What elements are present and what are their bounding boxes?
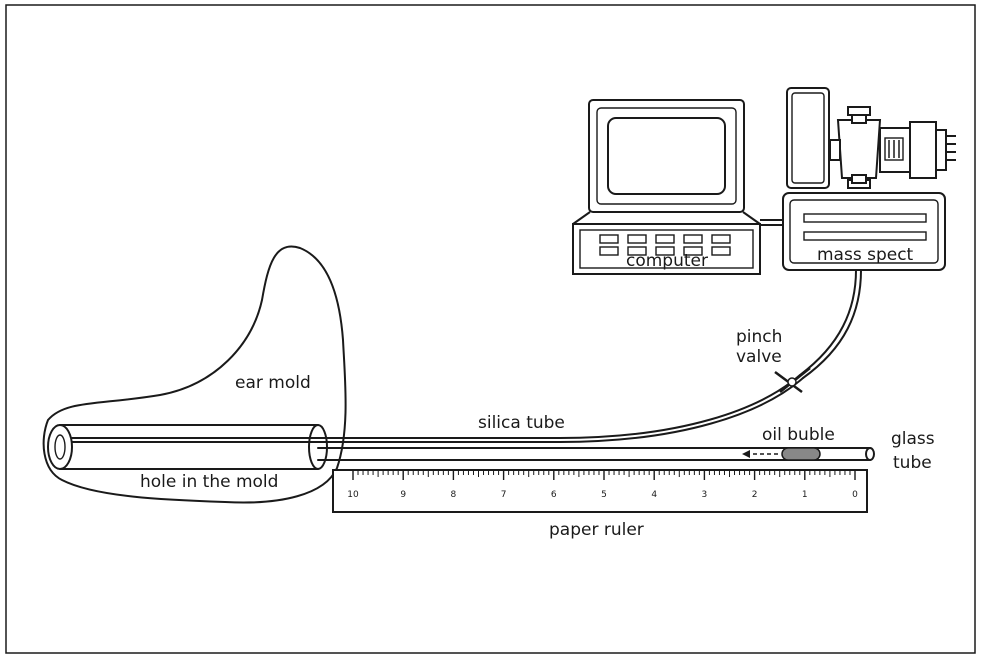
silica-tube-to-spectrometer [799, 269, 857, 376]
glass-tube-label-line2: tube [893, 453, 932, 473]
ruler-number: 4 [651, 490, 657, 500]
ruler-number: 3 [702, 490, 708, 500]
pinch-valve-icon[interactable] [774, 367, 811, 394]
ear-mold-outline [42, 245, 347, 504]
pinch-valve-label-line1: pinch [736, 327, 782, 347]
silica-tube-label: silica tube [478, 413, 565, 433]
mass-spect-cabinet [786, 87, 830, 189]
bubble-arrow-head [742, 450, 750, 458]
mold-hole-left-end [47, 424, 73, 470]
computer-monitor-bezel [596, 107, 737, 205]
computer-label: computer [626, 251, 708, 271]
computer [572, 99, 761, 275]
hole-in-mold-label: hole in the mold [140, 472, 278, 492]
mass-spect-chamber [836, 119, 882, 179]
oil-bubble [781, 447, 821, 461]
mass-spect-motor [909, 121, 937, 179]
glass-tube-end [865, 447, 875, 461]
silica-tube-to-spectrometer-inner [802, 269, 862, 379]
mass-spectrometer [782, 87, 956, 271]
mass-spect-label: mass spect [817, 245, 914, 265]
ruler-number: 1 [802, 490, 808, 500]
ruler-ticks [352, 470, 856, 480]
ear-mold-label: ear mold [235, 373, 311, 393]
oil-bubble-label: oil buble [762, 425, 835, 445]
mold-hole-left-inner [54, 434, 66, 460]
computer-screen [607, 117, 726, 195]
ruler-number: 6 [551, 490, 557, 500]
computer-keyboard-area [579, 229, 754, 269]
ruler-number: 8 [451, 490, 457, 500]
figure-border [5, 4, 976, 654]
ruler-number: 10 [347, 490, 359, 500]
ruler-number: 0 [852, 490, 858, 500]
paper-ruler [332, 469, 868, 513]
silica-tube-line [71, 374, 801, 439]
ruler-number: 7 [501, 490, 507, 500]
computer-base [572, 223, 761, 275]
pinch-valve-label-line2: valve [736, 347, 782, 367]
ruler-number: 2 [752, 490, 758, 500]
ruler-number: 5 [601, 490, 607, 500]
silica-tube-line-inner [71, 377, 804, 443]
keyboard-keys [599, 234, 731, 256]
glass-tube-label-line1: glass [891, 429, 935, 449]
paper-ruler-label: paper ruler [549, 520, 644, 540]
ruler-number: 9 [400, 490, 406, 500]
